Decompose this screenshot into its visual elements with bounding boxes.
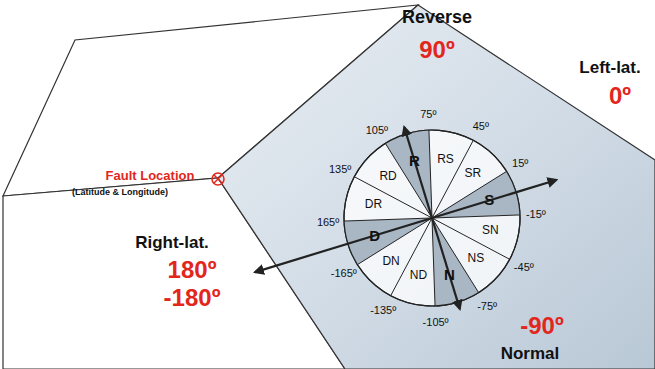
fault-location-marker [212,173,224,185]
motion-name: Left-lat. [579,59,640,78]
angle-tick-label: 45º [473,120,489,132]
sector-label: RD [379,170,396,183]
sector-label: NS [468,252,485,265]
angle-tick-label: 15º [512,157,528,169]
rake-angle: -180º [164,285,221,311]
rake-angle: -90º [520,313,563,339]
sector-label: ND [410,270,427,283]
angle-tick-label: 165º [317,216,339,228]
angle-tick-label: -75º [477,300,497,312]
sector-label: SR [465,168,482,181]
angle-tick-label: -15º [526,208,546,220]
motion-name: Normal [501,345,560,364]
rake-angle: 180º [168,257,217,283]
angle-tick-label: 105º [366,124,388,136]
angle-tick-label: -165º [331,267,357,279]
rake-angle: 0º [609,83,631,109]
angle-tick-label: 135º [329,163,351,175]
rake-rosette [227,89,584,363]
sector-label: DR [365,198,382,211]
fault-plane [218,5,655,369]
sector-label: S [484,192,494,209]
location-label: Fault Location [106,169,195,183]
sector-label: SN [482,225,499,238]
sector-label: RS [437,153,454,166]
sector-label: D [369,227,380,244]
angle-tick-label: -135º [370,304,396,316]
angle-tick-label: -105º [423,316,449,328]
rake-angle: 90º [419,37,454,63]
motion-name: Reverse [402,8,472,28]
angle-tick-label: -45º [514,261,534,273]
block [3,5,655,369]
location-note: (Latitude & Longitude) [72,188,168,198]
angle-tick-label: 75º [420,108,436,120]
sector-label: DN [382,255,399,268]
motion-name: Right-lat. [135,234,209,253]
sector-label: R [409,152,420,169]
sector-label: N [444,267,455,284]
